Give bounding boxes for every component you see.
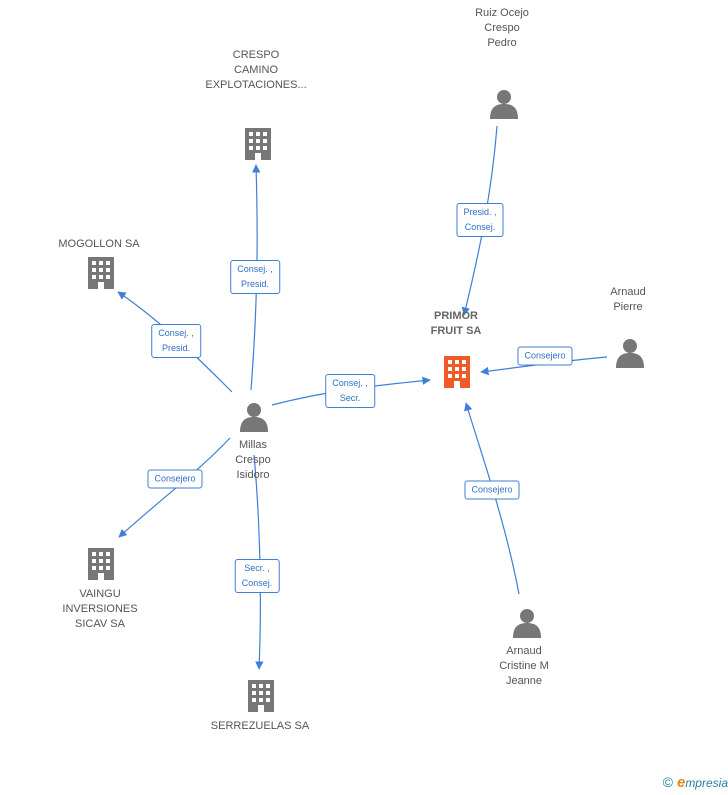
node-label-line: SICAV SA	[75, 618, 125, 630]
node-label-primor[interactable]: PRIMOR FRUIT SA	[431, 309, 482, 339]
empresia-watermark: ©empresia	[663, 774, 728, 791]
edge-label-line: Presid.	[161, 343, 190, 353]
node-label-line: Arnaud	[610, 286, 646, 298]
building-icon[interactable]	[88, 257, 114, 289]
node-label-vaingu[interactable]: VAINGU INVERSIONES SICAV SA	[62, 587, 137, 632]
edge-label-line: Consej. ,	[237, 264, 273, 274]
edge-label-ruiz-primor[interactable]: Presid. , Consej.	[456, 203, 504, 237]
node-label-line: Crespo	[235, 454, 271, 466]
edge-label-line: Consejero	[524, 350, 566, 361]
brand-name: mpresia	[685, 776, 728, 790]
node-label-line: Arnaud	[506, 645, 542, 657]
edge-label-line: Consej.	[241, 578, 273, 588]
node-label-line: CAMINO	[234, 64, 278, 76]
node-label-line: Crespo	[484, 22, 520, 34]
brand-initial: e	[676, 774, 686, 791]
node-label-line: Millas	[238, 439, 268, 451]
edge-label-line: Consejero	[471, 484, 513, 495]
node-label-line: Pierre	[613, 301, 643, 313]
node-label-line: Isidoro	[236, 469, 270, 481]
edge-label-millas-mogollon[interactable]: Consej. , Presid.	[151, 324, 201, 358]
node-label-mogollon[interactable]: MOGOLLON SA	[58, 237, 139, 252]
building-icon[interactable]	[248, 680, 274, 712]
building-icon[interactable]	[444, 356, 470, 388]
copyright-icon: ©	[662, 774, 673, 790]
person-icon[interactable]	[240, 403, 268, 432]
edge-label-arnaud_pierre-primor[interactable]: Consejero	[517, 346, 573, 366]
node-label-serrezuelas[interactable]: SERREZUELAS SA	[211, 719, 309, 734]
node-label-line: VAINGU	[79, 588, 121, 600]
edge-label-line: Consej. ,	[332, 378, 368, 388]
node-label-line: Pedro	[487, 37, 517, 49]
edge-label-millas-serrezuelas[interactable]: Secr. , Consej.	[234, 559, 280, 593]
node-label-line: CRESPO	[232, 49, 280, 61]
node-label-line: Ruiz Ocejo	[475, 7, 529, 19]
edge-label-line: Consejero	[154, 473, 196, 484]
edge-label-line: Presid. ,	[463, 207, 497, 217]
node-label-line: SERREZUELAS SA	[210, 720, 310, 732]
node-label-crespo_camino[interactable]: CRESPO CAMINO EXPLOTACIONES...	[205, 48, 306, 93]
edge-label-line: Consej. ,	[158, 328, 194, 338]
node-label-line: EXPLOTACIONES...	[205, 79, 307, 91]
edge-label-millas-primor[interactable]: Consej. , Secr.	[325, 374, 375, 408]
person-icon[interactable]	[513, 609, 541, 638]
edge-label-line: Secr.	[339, 393, 361, 403]
edge-label-line: Secr. ,	[244, 563, 270, 573]
node-label-line: INVERSIONES	[62, 603, 138, 615]
node-label-line: MOGOLLON SA	[58, 238, 140, 250]
node-label-line: Jeanne	[505, 675, 543, 687]
edge-label-line: Consej.	[464, 222, 496, 232]
edge-label-line: Presid.	[240, 279, 269, 289]
node-label-line: Cristine M	[499, 660, 549, 672]
edge-label-arnaud_cristine-primor[interactable]: Consejero	[464, 480, 520, 500]
person-icon[interactable]	[616, 339, 644, 368]
person-icon[interactable]	[490, 90, 518, 119]
edge-label-millas-crespo_camino[interactable]: Consej. , Presid.	[230, 260, 280, 294]
node-label-line: FRUIT SA	[430, 325, 482, 337]
building-icon[interactable]	[245, 128, 271, 160]
building-icon[interactable]	[88, 548, 114, 580]
edge-label-millas-vaingu[interactable]: Consejero	[147, 469, 203, 489]
node-label-line: PRIMOR	[433, 310, 478, 322]
